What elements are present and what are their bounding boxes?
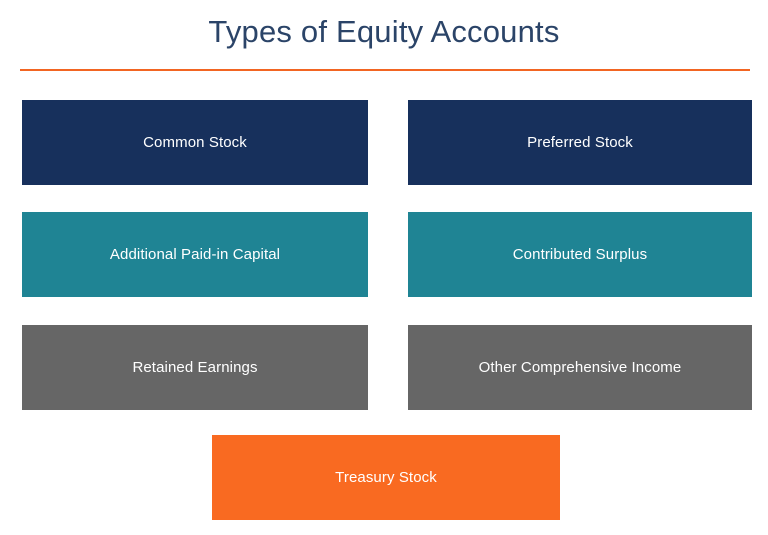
equity-accounts-grid: Common Stock Preferred Stock Additional …: [0, 100, 768, 535]
title-divider-rule: [20, 69, 750, 71]
equity-box-preferred-stock[interactable]: Preferred Stock: [408, 100, 752, 185]
equity-box-contributed-surplus[interactable]: Contributed Surplus: [408, 212, 752, 297]
equity-box-label: Additional Paid-in Capital: [109, 245, 281, 263]
equity-box-label: Contributed Surplus: [512, 245, 648, 263]
equity-box-common-stock[interactable]: Common Stock: [22, 100, 368, 185]
equity-box-label: Treasury Stock: [335, 468, 437, 486]
equity-box-treasury-stock[interactable]: Treasury Stock: [212, 435, 560, 520]
title-block: Types of Equity Accounts: [0, 0, 768, 78]
equity-box-label: Preferred Stock: [527, 133, 633, 151]
equity-box-retained-earnings[interactable]: Retained Earnings: [22, 325, 368, 410]
equity-box-other-comprehensive-income[interactable]: Other Comprehensive Income: [408, 325, 752, 410]
page-title: Types of Equity Accounts: [208, 14, 560, 49]
equity-box-label: Common Stock: [143, 133, 247, 151]
equity-box-label: Retained Earnings: [132, 358, 258, 376]
equity-box-label: Other Comprehensive Income: [478, 358, 682, 376]
equity-box-additional-paid-in-capital[interactable]: Additional Paid-in Capital: [22, 212, 368, 297]
